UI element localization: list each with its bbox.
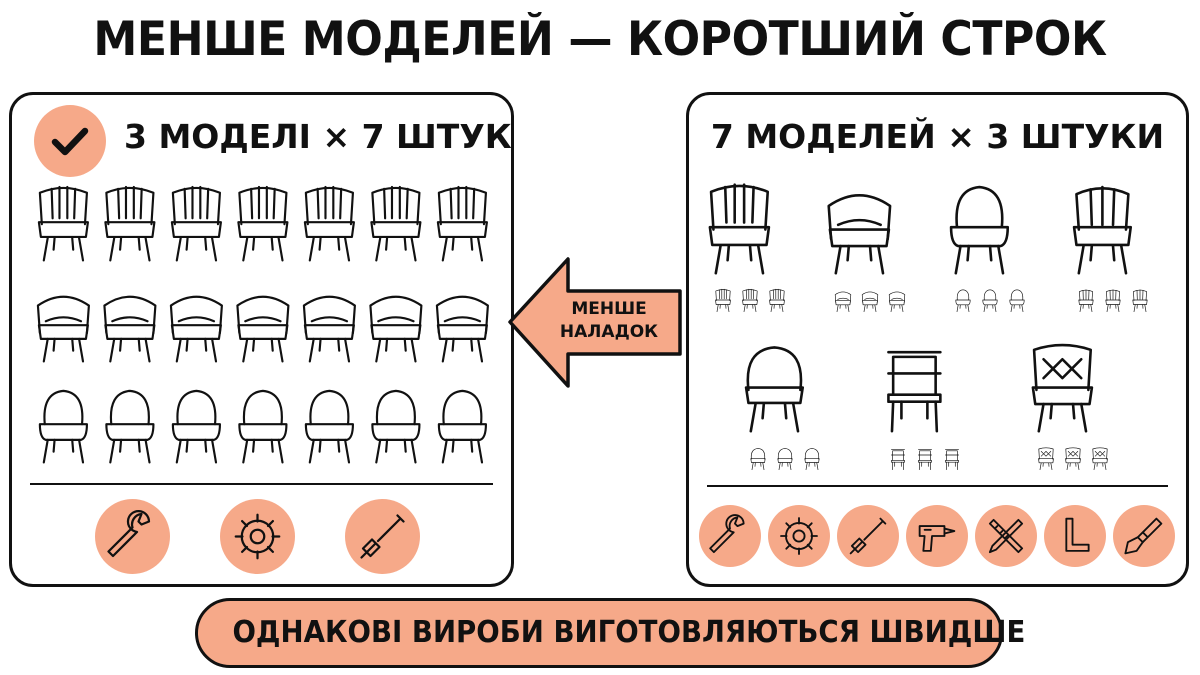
left-arrow-icon xyxy=(508,257,682,388)
tool-badge xyxy=(699,505,761,567)
left-panel: 3 МОДЕЛІ × 7 ШТУК xyxy=(9,92,514,587)
chair-tub-armchair xyxy=(36,295,90,363)
ruler-pencil-icon xyxy=(988,518,1024,554)
wrench-icon xyxy=(709,514,745,554)
tool-badge xyxy=(1044,505,1106,567)
small-chair-channel-back-chair xyxy=(1132,289,1148,313)
small-chair-scoop-chair xyxy=(750,448,766,471)
page-title: МЕНШЕ МОДЕЛЕЙ — КОРОТШИЙ СТРОК xyxy=(93,12,1107,67)
tool-badge xyxy=(1113,505,1175,567)
banner-text: ОДНАКОВІ ВИРОБИ ВИГОТОВЛЯЮТЬСЯ ШВИДШЕ xyxy=(232,615,1026,650)
paint-brush-icon xyxy=(1124,517,1163,555)
right-divider xyxy=(707,485,1168,487)
small-chair-scoop-chair xyxy=(777,448,793,471)
chair-tub-armchair xyxy=(827,194,892,275)
check-badge xyxy=(34,105,106,177)
chair-tub-armchair xyxy=(103,295,157,363)
chair-round-back-chair xyxy=(38,389,88,464)
small-chair-wingback-channel-chair xyxy=(742,288,758,313)
arrow-label-line2: НАЛАДОК xyxy=(559,322,659,342)
chair-tub-armchair xyxy=(302,295,356,363)
small-chair-wooden-armchair xyxy=(945,449,959,471)
tool-badge xyxy=(95,499,170,574)
chair-scoop-chair xyxy=(744,346,805,433)
chair-tub-armchair xyxy=(236,295,290,363)
left-chair-grid xyxy=(36,185,489,464)
small-chair-tub-armchair xyxy=(888,291,906,313)
bottom-banner: ОДНАКОВІ ВИРОБИ ВИГОТОВЛЯЮТЬСЯ ШВИДШЕ xyxy=(195,598,1025,668)
small-chair-wingback-channel-chair xyxy=(769,288,785,313)
small-chair-tufted-chair xyxy=(1065,447,1081,471)
chair-wingback-channel-chair xyxy=(370,185,422,262)
tool-badge xyxy=(975,505,1037,567)
small-chair-round-back-chair xyxy=(982,289,998,313)
small-chair-tufted-chair xyxy=(1092,447,1108,471)
arrow-label-line1: МЕНШЕ xyxy=(571,299,647,319)
chair-round-back-chair xyxy=(371,389,421,464)
chair-wingback-channel-chair xyxy=(104,185,156,262)
chair-wooden-armchair xyxy=(887,350,942,433)
small-chair-scoop-chair xyxy=(804,448,820,471)
chair-round-back-chair xyxy=(437,389,487,464)
chair-wingback-channel-chair xyxy=(708,183,771,275)
chair-tufted-chair xyxy=(1031,343,1094,433)
tool-badge xyxy=(837,505,899,567)
screwdriver-icon xyxy=(849,517,887,555)
chair-tub-armchair xyxy=(369,295,423,363)
fewer-setups-arrow: МЕНШЕ НАЛАДОК xyxy=(504,255,686,390)
tool-badge xyxy=(906,505,968,567)
chair-wingback-channel-chair xyxy=(37,185,89,262)
chair-tub-armchair xyxy=(435,295,489,363)
small-chair-round-back-chair xyxy=(1009,289,1025,313)
chair-round-back-chair xyxy=(105,389,155,464)
right-panel-heading: 7 МОДЕЛЕЙ × 3 ШТУКИ xyxy=(710,117,1165,156)
tool-badge xyxy=(768,505,830,567)
small-chair-wooden-armchair xyxy=(891,449,905,471)
left-divider xyxy=(30,483,493,485)
small-chair-channel-back-chair xyxy=(1078,289,1094,313)
chair-wingback-channel-chair xyxy=(436,185,488,262)
tool-badge xyxy=(220,499,295,574)
hex-key-icon xyxy=(1065,517,1090,552)
small-chair-round-back-chair xyxy=(955,289,971,313)
small-chair-tufted-chair xyxy=(1038,447,1054,471)
left-panel-heading: 3 МОДЕЛІ × 7 ШТУК xyxy=(124,117,512,156)
small-chair-tub-armchair xyxy=(861,291,879,313)
chair-wingback-channel-chair xyxy=(303,185,355,262)
chair-round-back-chair xyxy=(171,389,221,464)
gear-icon xyxy=(780,517,818,555)
arrow-label: МЕНШЕ НАЛАДОК xyxy=(544,298,674,344)
chair-wingback-channel-chair xyxy=(237,185,289,262)
chair-round-back-chair xyxy=(238,389,288,464)
checkmark-icon xyxy=(51,127,89,156)
tool-badge xyxy=(345,499,420,574)
chair-channel-back-chair xyxy=(1072,185,1133,275)
small-chair-channel-back-chair xyxy=(1105,289,1121,313)
chair-round-back-chair xyxy=(949,185,1010,275)
small-chair-wingback-channel-chair xyxy=(715,288,731,313)
drill-icon xyxy=(918,525,956,552)
small-chair-tub-armchair xyxy=(834,291,852,313)
right-panel: 7 МОДЕЛЕЙ × 3 ШТУКИ xyxy=(686,92,1189,587)
wrench-icon xyxy=(107,509,151,558)
right-chair-grid xyxy=(708,183,1148,471)
chair-round-back-chair xyxy=(304,389,354,464)
screwdriver-icon xyxy=(360,514,405,559)
small-chair-wooden-armchair xyxy=(918,449,932,471)
chair-tub-armchair xyxy=(169,295,223,363)
gear-icon xyxy=(234,513,281,560)
chair-wingback-channel-chair xyxy=(170,185,222,262)
